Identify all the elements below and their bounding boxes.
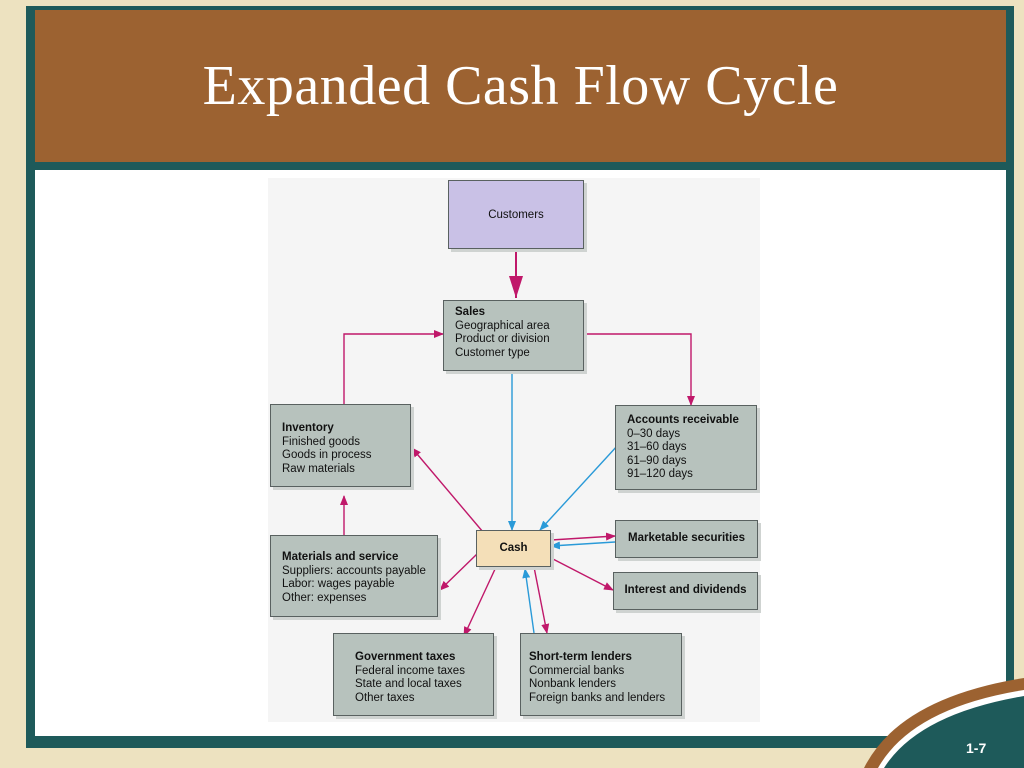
inventory-box: Inventory Finished goods Goods in proces… (270, 404, 411, 487)
taxes-line: Federal income taxes (355, 664, 465, 677)
materials-service-heading: Materials and service (282, 551, 399, 563)
sales-line: Customer type (455, 346, 530, 359)
short-term-lenders-box: Short-term lenders Commercial banks Nonb… (520, 633, 682, 716)
inventory-line: Finished goods (282, 435, 360, 448)
inventory-heading: Inventory (282, 422, 334, 434)
sales-line: Geographical area (455, 319, 550, 332)
arrow-cash-to-interest (550, 557, 614, 591)
arrow-inventory-to-sales (343, 330, 444, 404)
materials-line: Suppliers: accounts payable (282, 564, 426, 577)
materials-service-box: Materials and service Suppliers: account… (270, 535, 438, 617)
government-taxes-box: Government taxes Federal income taxes St… (333, 633, 494, 716)
receivable-line: 61–90 days (627, 454, 687, 467)
arrowhead-customers-to-sales (509, 276, 523, 298)
slide-title: Expanded Cash Flow Cycle (202, 55, 839, 117)
government-taxes-heading: Government taxes (355, 651, 456, 663)
cash-flow-diagram: Customers Sales Geographical area Produc… (268, 178, 760, 722)
taxes-line: State and local taxes (355, 678, 462, 690)
corner-swoosh (864, 678, 1024, 768)
materials-line: Labor: wages payable (282, 578, 395, 590)
arrow-lenders-to-cash (522, 568, 535, 634)
arrow-securities-to-cash (550, 541, 616, 550)
marketable-securities-label: Marketable securities (628, 532, 745, 545)
materials-line: Other: expenses (282, 591, 367, 604)
lenders-line: Nonbank lenders (529, 678, 616, 690)
taxes-line: Other taxes (355, 691, 415, 704)
page-number: 1-7 (966, 740, 987, 756)
lenders-line: Foreign banks and lenders (529, 691, 666, 704)
interest-dividends-box: Interest and dividends (613, 572, 758, 610)
receivable-line: 0–30 days (627, 427, 681, 440)
cash-label: Cash (499, 541, 528, 554)
inventory-line: Goods in process (282, 449, 372, 461)
accounts-receivable-box: Accounts receivable 0–30 days 31–60 days… (615, 405, 757, 490)
arrow-cash-to-materials (439, 553, 478, 591)
arrow-receivables-to-cash (539, 444, 619, 531)
sales-heading: Sales (455, 306, 486, 318)
flow-arrows (340, 248, 695, 637)
interest-dividends-label: Interest and dividends (624, 584, 747, 597)
customers-box: Customers (448, 180, 584, 249)
lenders-line: Commercial banks (529, 664, 625, 677)
receivable-line: 31–60 days (627, 441, 687, 453)
sales-box: Sales Geographical area Product or divis… (443, 300, 584, 371)
receivable-line: 91–120 days (627, 468, 693, 480)
arrow-cash-to-securities (550, 532, 616, 541)
arrow-cash-to-taxes (463, 566, 497, 637)
accounts-receivable-heading: Accounts receivable (627, 414, 739, 426)
arrow-cash-to-lenders (533, 566, 550, 634)
arrow-sales-to-receivables (584, 333, 695, 406)
cash-box: Cash (476, 530, 551, 567)
arrow-cash-to-inventory (411, 447, 484, 533)
marketable-securities-box: Marketable securities (615, 520, 758, 558)
inventory-line: Raw materials (282, 462, 355, 475)
customers-label: Customers (488, 209, 544, 221)
short-term-lenders-heading: Short-term lenders (529, 651, 632, 663)
title-bar: Expanded Cash Flow Cycle (35, 10, 1006, 162)
sales-line: Product or division (455, 333, 550, 345)
